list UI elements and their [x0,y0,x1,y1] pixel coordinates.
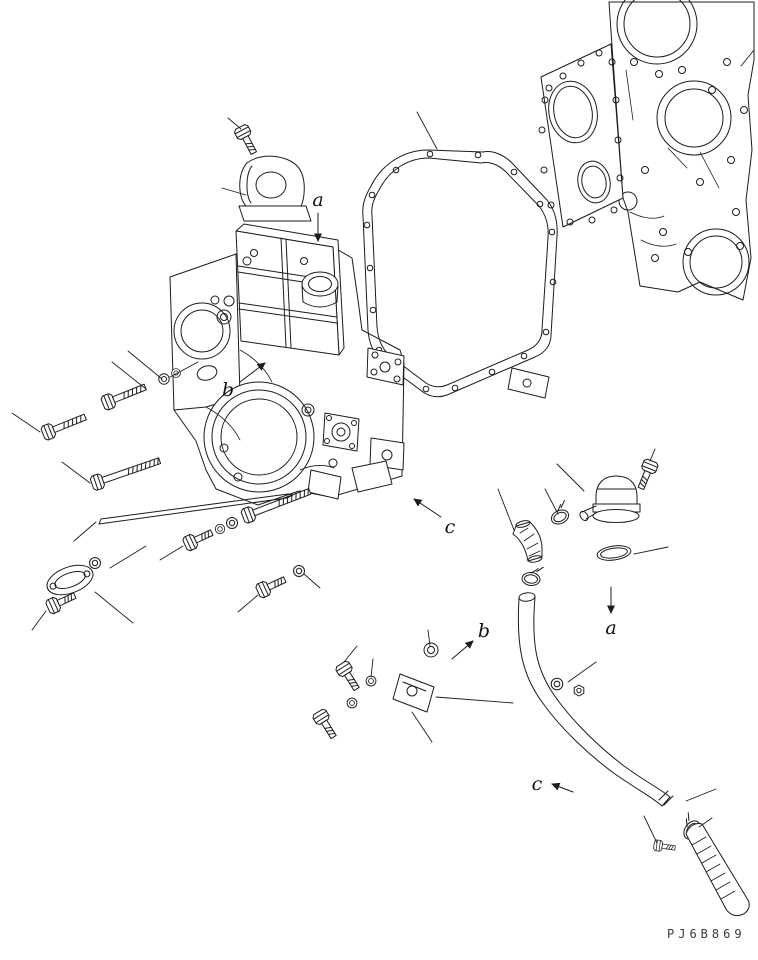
engine-block-drawing [538,0,755,301]
washer [214,523,226,535]
breather-tube-drawing [517,592,750,917]
callout-arrow-c-middle [413,498,442,518]
callouts: a b c b a c [222,189,617,795]
callout-a-top: a [312,189,323,211]
hex-bolt [181,525,216,553]
washer [293,565,305,577]
leader-lines [11,49,755,844]
callout-arrow-c-bottom [551,782,574,793]
hex-bolt [89,453,163,492]
hose-clamp [550,500,570,525]
hose-clamp [521,566,544,587]
rubber-hose [685,823,750,917]
lifting-bracket-drawing [238,155,312,222]
hex-bolt [254,572,289,600]
hex-bolt [232,122,261,158]
oval-gasket [46,564,94,596]
washer [171,368,181,378]
breather-assembly-drawing [512,457,660,587]
callout-b-middle: b [222,379,234,401]
callout-c-bottom: c [532,773,543,795]
hex-bolt [39,409,89,442]
washer [226,517,238,529]
fasteners-left [39,122,313,616]
timing-gear-case-drawing [169,223,405,506]
callout-b-lower: b [478,620,490,642]
washer [365,675,377,687]
callout-c-middle: c [445,516,456,538]
washer [550,677,564,691]
callout-arrow-b-lower [451,640,474,660]
hex-nut [573,684,585,697]
washer [346,697,358,709]
part-code: PJ6B869 [667,927,746,941]
rubber-elbow [512,520,543,563]
callout-arrow-b-middle [239,362,266,383]
tube-bracket-hardware [311,642,585,742]
hex-bolt [311,707,341,742]
tube-bracket [392,673,435,713]
washer [89,557,101,569]
callout-a-lower: a [605,617,616,639]
washer [158,373,170,385]
hex-bolt [334,659,364,694]
hex-bolt [633,457,660,492]
o-ring [596,545,632,561]
spacer [423,642,439,658]
rod [98,493,294,525]
